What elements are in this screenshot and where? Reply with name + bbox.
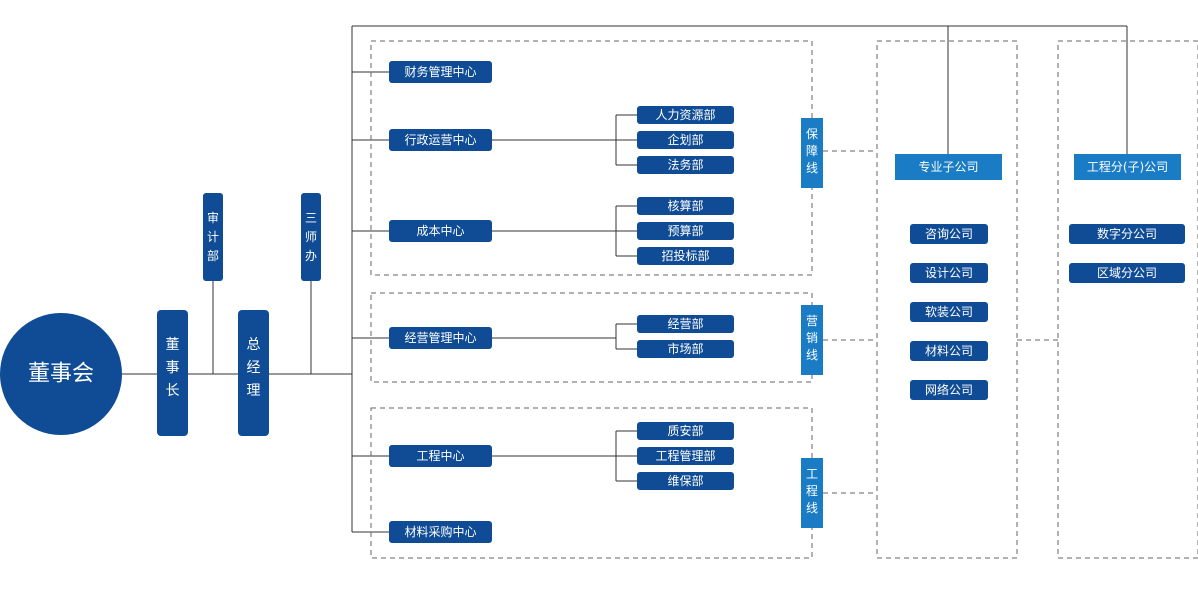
- subsidiary-item: 网络公司: [910, 380, 988, 400]
- svg-text:总: 总: [247, 337, 261, 353]
- support-line-node: 保 障 线: [801, 118, 823, 188]
- svg-text:材料采购中心: 材料采购中心: [404, 524, 476, 539]
- svg-text:经营管理中心: 经营管理中心: [404, 330, 476, 345]
- svg-text:区域分公司: 区域分公司: [1097, 266, 1157, 280]
- svg-text:材料公司: 材料公司: [925, 344, 973, 358]
- svg-text:企划部: 企划部: [667, 132, 703, 147]
- svg-text:线: 线: [806, 501, 818, 515]
- svg-text:行政运营中心: 行政运营中心: [404, 132, 476, 147]
- marketing-line-node: 营 销 线: [801, 305, 823, 375]
- branches-group: 工程分(子)公司 数字分公司 区域分公司: [1069, 154, 1185, 283]
- svg-text:审: 审: [207, 210, 219, 225]
- svg-text:程: 程: [806, 483, 818, 498]
- svg-text:销: 销: [806, 331, 818, 345]
- dept-project-mgmt: 工程管理部: [637, 447, 734, 465]
- dept-quality: 质安部: [637, 422, 734, 440]
- svg-text:营: 营: [806, 314, 818, 328]
- svg-text:保: 保: [806, 127, 818, 141]
- branch-item: 数字分公司: [1069, 224, 1185, 244]
- svg-text:工程中心: 工程中心: [416, 448, 464, 463]
- svg-text:软装公司: 软装公司: [925, 305, 973, 319]
- svg-text:法务部: 法务部: [667, 157, 703, 172]
- svg-text:维保部: 维保部: [667, 473, 703, 488]
- dept-legal: 法务部: [637, 156, 734, 174]
- svg-text:工: 工: [806, 467, 818, 481]
- svg-text:三: 三: [305, 211, 317, 225]
- subsidiaries-title: 专业子公司: [918, 159, 978, 174]
- svg-text:线: 线: [806, 161, 818, 175]
- center-engineering: 工程中心: [389, 445, 492, 467]
- svg-text:师: 师: [305, 230, 317, 244]
- svg-text:财务管理中心: 财务管理中心: [404, 64, 476, 79]
- center-finance: 财务管理中心: [389, 61, 492, 83]
- svg-text:工程管理部: 工程管理部: [655, 448, 715, 463]
- center-admin: 行政运营中心: [389, 129, 492, 151]
- svg-text:预算部: 预算部: [667, 223, 703, 238]
- subsidiary-item: 软装公司: [910, 302, 988, 322]
- board-node: 董事会: [0, 313, 122, 435]
- branches-title: 工程分(子)公司: [1087, 159, 1168, 174]
- subsidiaries-group: 专业子公司 咨询公司 设计公司 软装公司 材料公司 网络公司: [895, 154, 1002, 400]
- svg-text:董: 董: [166, 337, 180, 353]
- center-nodes: 财务管理中心 行政运营中心 成本中心 经营管理中心 工程中心 材料采购中心: [389, 61, 492, 543]
- dept-nodes: 人力资源部 企划部 法务部 核算部 预算部 招投标部 经营部 市场部: [637, 106, 734, 490]
- branch-item: 区域分公司: [1069, 263, 1185, 283]
- board-label: 董事会: [28, 362, 94, 387]
- center-cost: 成本中心: [389, 220, 492, 242]
- dept-maintenance: 维保部: [637, 472, 734, 490]
- svg-text:计: 计: [207, 230, 219, 244]
- svg-text:网络公司: 网络公司: [925, 382, 973, 397]
- subsidiary-item: 咨询公司: [910, 224, 988, 244]
- dashed-frames: [370, 40, 1198, 559]
- svg-text:线: 线: [806, 348, 818, 362]
- svg-text:长: 长: [166, 383, 180, 399]
- office-node: 三 师 办: [301, 193, 321, 281]
- dept-accounting: 核算部: [637, 197, 734, 215]
- dept-hr: 人力资源部: [637, 106, 734, 124]
- svg-text:办: 办: [305, 248, 317, 263]
- chairman-node: 董 事 长: [157, 310, 188, 436]
- audit-node: 审 计 部: [203, 193, 223, 281]
- svg-text:人力资源部: 人力资源部: [655, 107, 715, 122]
- svg-text:成本中心: 成本中心: [416, 223, 464, 238]
- engineering-line-node: 工 程 线: [801, 458, 823, 528]
- svg-text:设计公司: 设计公司: [925, 266, 973, 280]
- svg-text:咨询公司: 咨询公司: [925, 226, 973, 241]
- gm-node: 总 经 理: [238, 310, 269, 436]
- dept-bidding: 招投标部: [637, 247, 734, 265]
- dept-market: 市场部: [637, 340, 734, 358]
- svg-text:经营部: 经营部: [667, 316, 703, 331]
- svg-text:质安部: 质安部: [667, 423, 703, 438]
- svg-text:数字分公司: 数字分公司: [1097, 226, 1157, 241]
- svg-text:市场部: 市场部: [667, 341, 703, 356]
- svg-text:理: 理: [247, 383, 261, 399]
- dept-planning: 企划部: [637, 131, 734, 149]
- svg-text:招投标部: 招投标部: [661, 248, 709, 263]
- svg-text:事: 事: [166, 360, 180, 376]
- dept-budget: 预算部: [637, 222, 734, 240]
- subsidiary-item: 材料公司: [910, 341, 988, 361]
- svg-text:核算部: 核算部: [667, 198, 703, 213]
- dept-operations: 经营部: [637, 315, 734, 333]
- line-markers: 保 障 线 营 销 线 工 程 线: [801, 118, 823, 528]
- center-business: 经营管理中心: [389, 327, 492, 349]
- svg-text:经: 经: [247, 360, 261, 376]
- subsidiary-item: 设计公司: [910, 263, 988, 283]
- svg-text:部: 部: [207, 248, 219, 263]
- svg-text:障: 障: [806, 143, 818, 158]
- center-procurement: 材料采购中心: [389, 521, 492, 543]
